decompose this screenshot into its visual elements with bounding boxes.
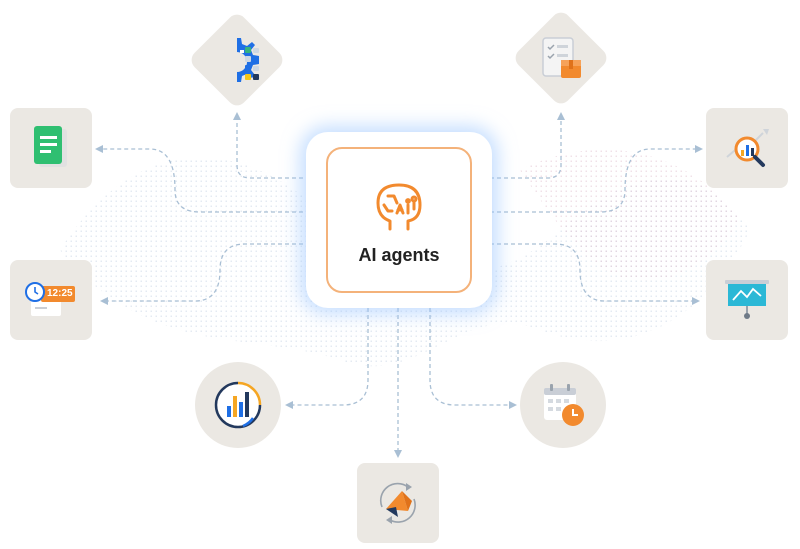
hub-inner: AI agents (326, 147, 472, 293)
arrowhead-analytics (695, 145, 703, 153)
connector-analytics (490, 148, 698, 213)
connector-checklist (490, 118, 562, 179)
calendar-clock-icon (544, 384, 584, 426)
node-checklist-box[interactable] (511, 8, 611, 108)
clock-icon: 12:25 (23, 280, 79, 320)
node-presentation[interactable] (706, 260, 788, 340)
connector-presentation (490, 243, 695, 302)
ai-head-icon (376, 183, 422, 230)
node-calendar[interactable] (520, 362, 606, 448)
arrowhead-bar-chart (285, 401, 293, 409)
hub-card[interactable]: AI agents (306, 132, 492, 308)
arrowhead-workflow (233, 112, 241, 120)
node-document[interactable] (10, 108, 92, 188)
connector-calendar (429, 308, 512, 406)
node-campaign[interactable] (357, 463, 439, 543)
node-workflow-settings[interactable] (187, 10, 287, 110)
arrowhead-document (95, 145, 103, 153)
hub-label: AI agents (358, 244, 440, 265)
connector-bar-chart (290, 308, 369, 406)
node-clock-schedule[interactable]: 12:25 (10, 260, 92, 340)
connector-document (100, 148, 310, 213)
arrowhead-clock (100, 297, 108, 305)
checklist-box-icon (542, 37, 581, 78)
document-icon (34, 126, 67, 167)
connector-workflow (236, 118, 310, 179)
gear-settings-icon (237, 38, 259, 82)
chart-magnifier-icon (726, 129, 769, 167)
clock-time-text: 12:25 (47, 288, 73, 299)
bar-chart-icon (214, 381, 262, 429)
connector-clock (105, 243, 310, 302)
megaphone-cycle-icon (379, 482, 416, 524)
arrowhead-presentation (692, 297, 700, 305)
arrowhead-calendar (509, 401, 517, 409)
presentation-board-icon (725, 280, 769, 319)
arrowhead-campaign (394, 450, 402, 458)
arrowhead-checklist (557, 112, 565, 120)
node-bar-chart[interactable] (195, 362, 281, 448)
node-analytics-search[interactable] (706, 108, 788, 188)
